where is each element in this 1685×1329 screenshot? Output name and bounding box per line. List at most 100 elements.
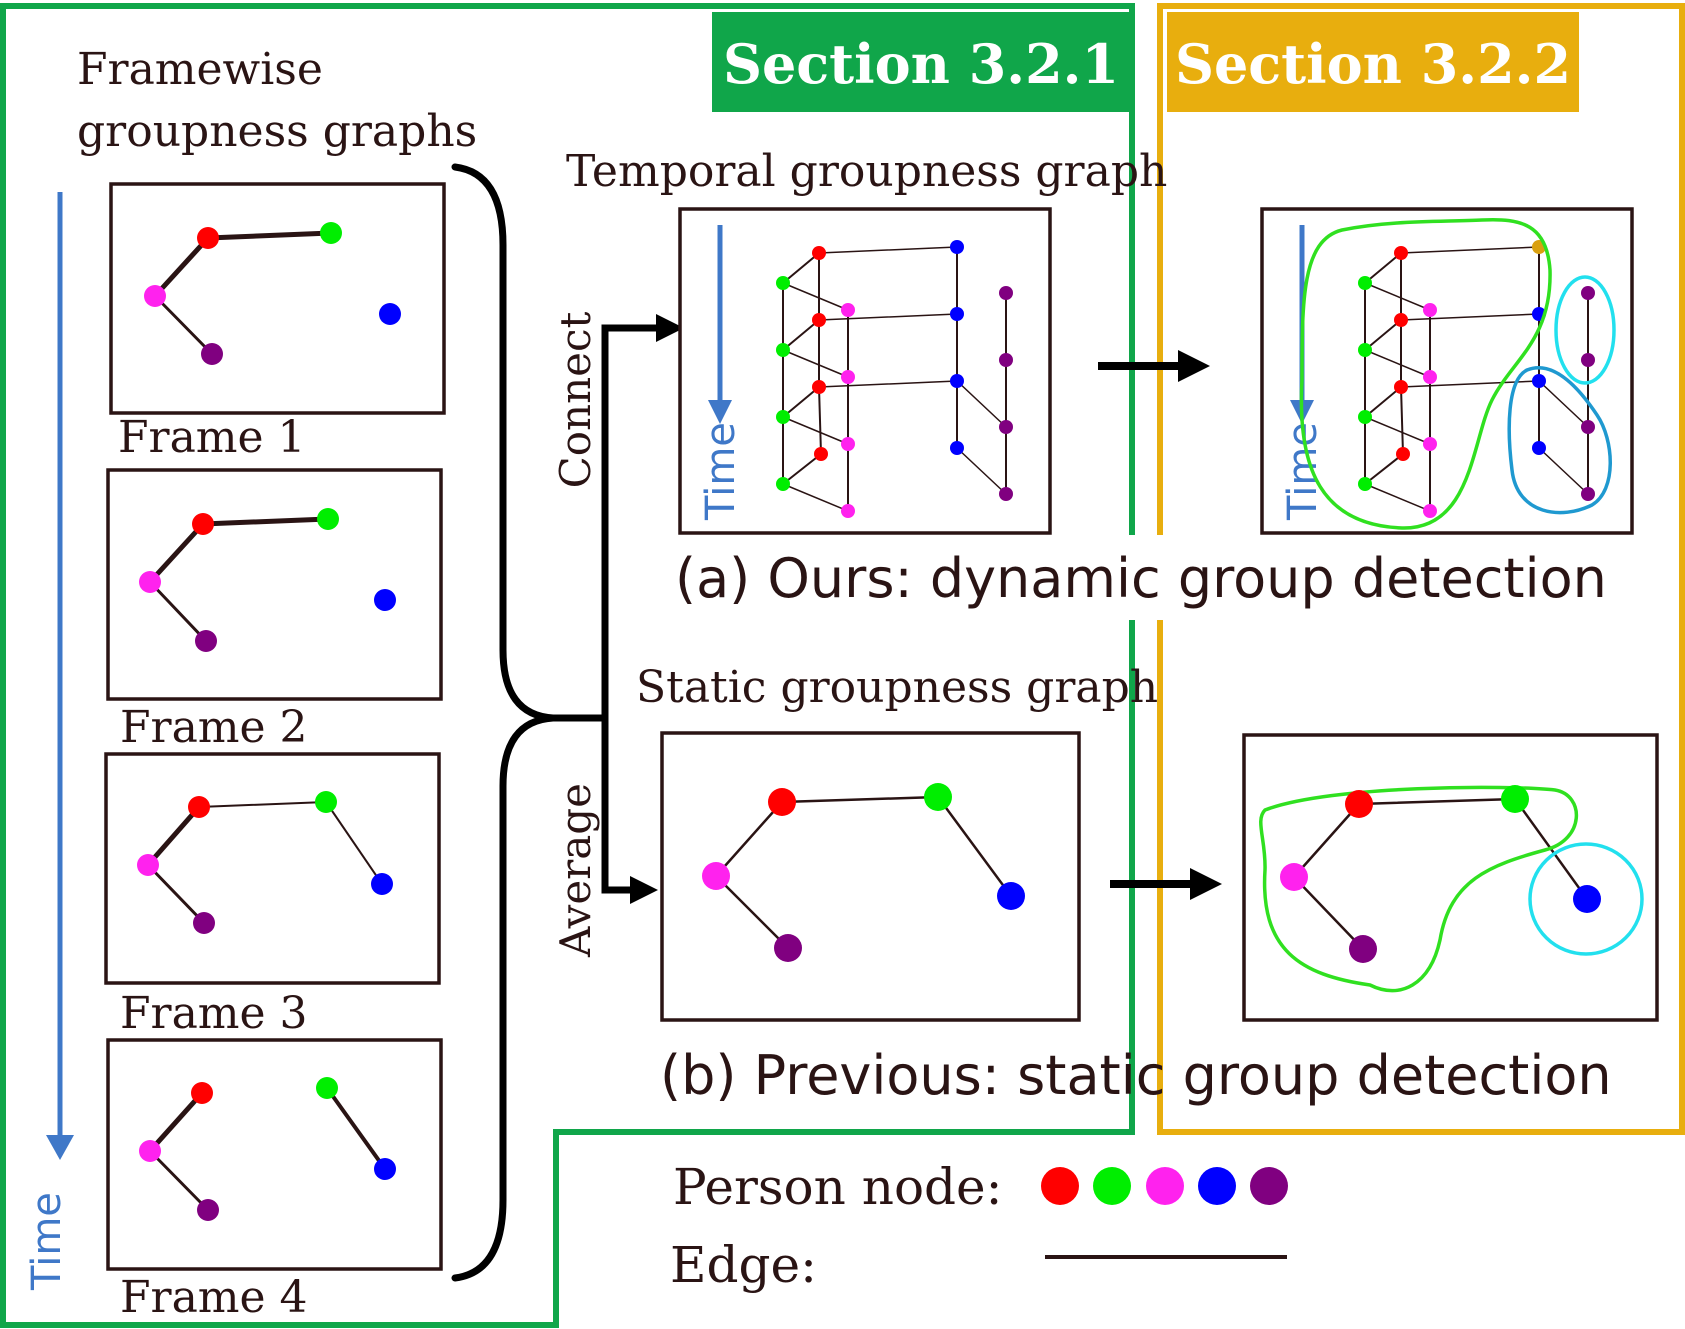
temporal-graph-edge xyxy=(818,246,958,254)
frame-edge xyxy=(145,804,202,868)
temporal-graph-time-label: Time xyxy=(698,422,744,521)
frame-1-panel xyxy=(109,182,446,415)
framewise-time-arrowhead xyxy=(46,1135,74,1160)
frame-edge xyxy=(325,1086,387,1171)
person-node xyxy=(702,862,730,890)
person-node xyxy=(950,307,964,321)
temporal-result-edge xyxy=(1364,349,1431,378)
frame-4-label: Frame 4 xyxy=(120,1272,308,1323)
frame-3-graph xyxy=(104,752,441,985)
temporal-graph-edge xyxy=(818,386,822,455)
static-to-result-arrowhead xyxy=(1190,868,1222,900)
frame-edge xyxy=(146,863,206,925)
person-node xyxy=(188,796,210,818)
person-node xyxy=(1358,276,1372,290)
person-node xyxy=(317,508,339,530)
legend-person-node-label: Person node: xyxy=(673,1158,1003,1216)
static-graph xyxy=(660,731,1081,1022)
static-graph-panel xyxy=(660,731,1081,1022)
legend-node xyxy=(1093,1167,1131,1205)
person-node xyxy=(1501,785,1529,813)
person-node xyxy=(315,791,337,813)
legend-node xyxy=(1250,1167,1288,1205)
person-node xyxy=(924,783,952,811)
person-node xyxy=(1349,935,1377,963)
person-node xyxy=(776,276,790,290)
legend-node xyxy=(1146,1167,1184,1205)
static-graph-edge xyxy=(780,795,940,804)
temporal-result: Time xyxy=(1260,207,1634,535)
frame-edge xyxy=(153,294,214,356)
frame-edge xyxy=(148,580,208,643)
temporal-result-edge xyxy=(1364,282,1431,311)
connect-arrowhead xyxy=(656,314,684,342)
section-3-2-2-badge xyxy=(1167,12,1579,112)
person-node xyxy=(812,246,826,260)
frame-edge xyxy=(147,521,206,585)
person-node xyxy=(1581,487,1595,501)
person-node xyxy=(950,374,964,388)
temporal-result-edge xyxy=(1538,380,1589,428)
temporal-graph-panel xyxy=(678,207,1052,535)
person-node xyxy=(841,504,855,518)
frame-3-panel xyxy=(104,752,441,985)
static-result-edge xyxy=(1292,875,1365,951)
person-node xyxy=(1581,286,1595,300)
frame-4-graph xyxy=(106,1038,443,1271)
frame-2-panel xyxy=(106,468,443,701)
temporal-graph-edge xyxy=(956,447,1007,495)
section-3-2-2-label: Section 3.2.2 xyxy=(1175,32,1571,96)
temporal-result-edge xyxy=(1364,319,1402,351)
temporal-to-result-arrowhead xyxy=(1178,350,1210,382)
person-node xyxy=(316,1077,338,1099)
temporal-graph-time-arrowhead xyxy=(708,400,732,424)
person-node xyxy=(1358,410,1372,424)
person-node xyxy=(371,873,393,895)
person-node xyxy=(137,854,159,876)
person-node xyxy=(812,380,826,394)
temporal-graph-edge xyxy=(782,386,820,418)
person-node xyxy=(1532,374,1546,388)
person-node xyxy=(1423,370,1437,384)
temporal-graph-edge xyxy=(782,282,849,311)
person-node xyxy=(144,285,166,307)
person-node xyxy=(1423,504,1437,518)
person-node xyxy=(776,410,790,424)
temporal-result-edge xyxy=(1364,483,1431,512)
framewise-graphs xyxy=(104,182,446,1271)
temporal-result-edge xyxy=(1364,386,1402,418)
person-node xyxy=(841,303,855,317)
person-node xyxy=(374,589,396,611)
framewise-time-label: Time xyxy=(24,1192,70,1291)
temporal-result-edge xyxy=(1400,386,1404,455)
temporal-result-edge xyxy=(1538,447,1589,495)
person-node xyxy=(1280,863,1308,891)
person-node xyxy=(950,240,964,254)
average-arrowhead xyxy=(630,876,658,904)
frame-edge xyxy=(325,801,383,885)
temporal-graph: Time xyxy=(678,207,1052,535)
person-node xyxy=(812,313,826,327)
section-3-2-1-label: Section 3.2.1 xyxy=(723,32,1119,96)
connect-arrow xyxy=(601,324,656,718)
frame-1-label: Frame 1 xyxy=(118,412,306,463)
person-node xyxy=(1358,343,1372,357)
static-graph-edge xyxy=(714,874,790,950)
temporal-graph-edge xyxy=(818,313,958,321)
person-node xyxy=(997,882,1025,910)
person-node xyxy=(841,370,855,384)
static-result xyxy=(1242,733,1659,1022)
person-node xyxy=(841,437,855,451)
legend-node xyxy=(1041,1167,1079,1205)
person-node xyxy=(195,630,217,652)
section-3-2-1-outline xyxy=(0,3,1135,1328)
person-node xyxy=(999,420,1013,434)
legend-edge-label: Edge: xyxy=(670,1236,817,1294)
legend-node xyxy=(1198,1167,1236,1205)
person-node xyxy=(192,513,214,535)
average-label: Average xyxy=(551,783,600,958)
person-node xyxy=(193,912,215,934)
frames-brace xyxy=(451,163,609,1282)
temporal-graph-edge xyxy=(782,319,820,351)
